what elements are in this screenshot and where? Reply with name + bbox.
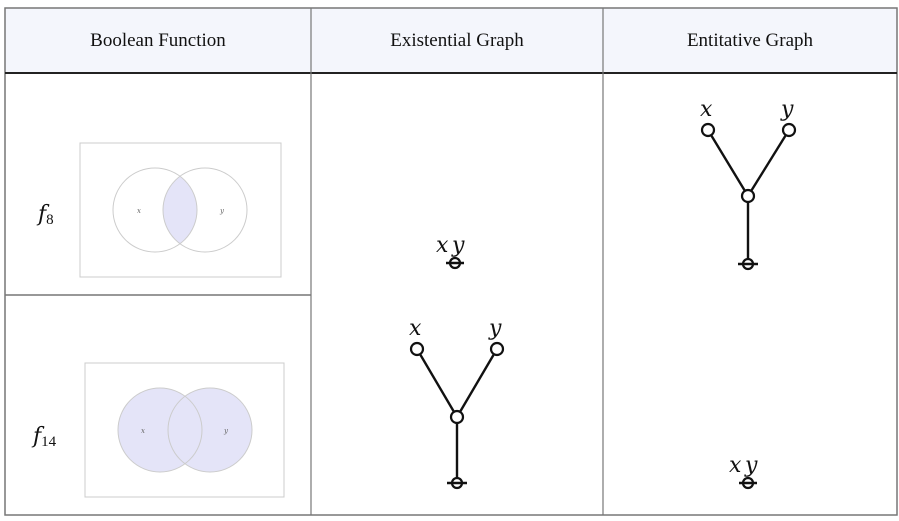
header-boolean-function: Boolean Function [90, 30, 226, 51]
entitative-graph-f8: x y [700, 97, 797, 271]
venn-diagram-or: x y [84, 362, 285, 498]
header-existential-graph: Existential Graph [390, 30, 524, 51]
venn-label-x: x [141, 427, 145, 435]
venn-label-y: y [223, 427, 229, 435]
header-entitative-graph: Entitative Graph [687, 30, 814, 51]
entitative-graph-f14: x y [729, 453, 758, 490]
graph-node [700, 122, 716, 138]
node-label-y: y [488, 316, 502, 341]
node-label-x: x [729, 453, 742, 478]
graph-node [449, 409, 465, 425]
node-label-x: x [436, 233, 449, 258]
function-label-f8: f8 [36, 202, 54, 228]
venn-diagram-and: x y [79, 142, 282, 278]
existential-graph-f14: x y [409, 316, 505, 490]
graph-node [740, 188, 756, 204]
graph-node [489, 341, 505, 357]
venn-intersection [163, 168, 197, 252]
node-label-y: y [780, 97, 794, 122]
node-label-x: x [700, 97, 713, 122]
graph-node [409, 341, 425, 357]
venn-circle-y [168, 388, 252, 472]
existential-graph-f8: x y [436, 233, 465, 270]
table-header [5, 8, 897, 73]
venn-label-y: y [219, 207, 225, 215]
table-border [4, 7, 898, 516]
venn-circle-y [162, 167, 248, 253]
venn-label-x: x [137, 207, 141, 215]
node-label-y: y [451, 233, 465, 258]
node-label-x: x [409, 316, 422, 341]
venn-circle-x [112, 167, 198, 253]
graph-node [781, 122, 797, 138]
node-label-y: y [744, 453, 758, 478]
function-label-f14: f14 [31, 424, 57, 450]
